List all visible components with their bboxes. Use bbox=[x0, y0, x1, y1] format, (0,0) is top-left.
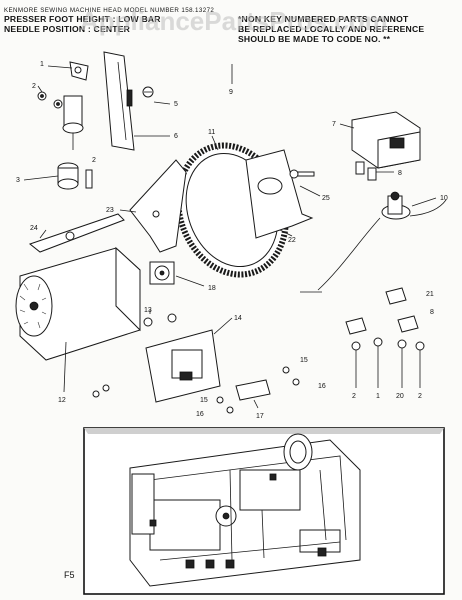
needle-position-line: NEEDLE POSITION : CENTER bbox=[4, 24, 131, 34]
thread-guide-assembly bbox=[62, 95, 84, 150]
callout-1: 1 bbox=[40, 61, 44, 68]
connectors-8 bbox=[355, 161, 377, 181]
callout-22: 22 bbox=[288, 237, 296, 244]
callout-3: 3 bbox=[16, 177, 20, 184]
assembly-inset bbox=[83, 427, 445, 595]
callout-15: 15 bbox=[200, 397, 208, 404]
mounting-plate bbox=[129, 159, 187, 253]
callout-1: 1 bbox=[376, 393, 380, 400]
watermark: AppliancePartsPros.com bbox=[80, 6, 388, 36]
motor-pulley-18 bbox=[149, 261, 175, 285]
screws-2 bbox=[37, 91, 63, 109]
screws-13 bbox=[143, 313, 177, 327]
callout-11: 11 bbox=[208, 129, 215, 136]
callout-8: 8 bbox=[398, 170, 402, 177]
lever-24 bbox=[28, 213, 125, 253]
motor-12 bbox=[15, 246, 141, 361]
note-line-2: BE REPLACED LOCALLY AND REFERENCE bbox=[238, 24, 424, 34]
note-line-1: *NON KEY NUMBERED PARTS CANNOT bbox=[238, 14, 409, 24]
callout-15: 15 bbox=[300, 357, 308, 364]
bushing-3 bbox=[57, 162, 79, 190]
callout-23: 23 bbox=[106, 207, 114, 214]
callout-2: 2 bbox=[92, 157, 96, 164]
callout-21: 21 bbox=[426, 291, 434, 298]
callout-16: 16 bbox=[196, 411, 204, 418]
callout-17: 17 bbox=[256, 413, 264, 420]
callout-18: 18 bbox=[208, 285, 216, 292]
callout-16: 16 bbox=[318, 383, 326, 390]
pin-2 bbox=[85, 169, 93, 189]
callout-14: 14 bbox=[234, 315, 242, 322]
callout-8: 8 bbox=[430, 309, 434, 316]
callout-12: 12 bbox=[58, 397, 66, 404]
screw-25 bbox=[289, 169, 315, 179]
brackets-lower-right bbox=[345, 287, 425, 351]
callout-10: 10 bbox=[440, 195, 448, 202]
callout-2: 2 bbox=[418, 393, 422, 400]
small-bracket-1 bbox=[69, 61, 89, 81]
callout-7: 7 bbox=[332, 121, 336, 128]
motor-mount-14 bbox=[145, 329, 221, 403]
figure-code: F5 bbox=[64, 570, 75, 580]
callout-24: 24 bbox=[30, 225, 38, 232]
screw-5 bbox=[142, 86, 154, 98]
callout-6: 6 bbox=[174, 133, 178, 140]
callout-13: 13 bbox=[144, 307, 152, 314]
face-plate-bracket bbox=[103, 51, 135, 151]
motor-bracket bbox=[245, 149, 314, 239]
model-number-line: KENMORE SEWING MACHINE HEAD MODEL NUMBER… bbox=[4, 7, 214, 14]
lens-17 bbox=[235, 379, 271, 401]
capacitor-block bbox=[351, 111, 421, 169]
note-line-3: SHOULD BE MADE TO CODE NO. ** bbox=[238, 34, 391, 44]
switch-10 bbox=[317, 191, 447, 291]
leader-lines bbox=[23, 65, 437, 409]
callout-20: 20 bbox=[396, 393, 404, 400]
screws-15-16 bbox=[92, 366, 300, 414]
callout-5: 5 bbox=[174, 101, 178, 108]
callout-25: 25 bbox=[322, 195, 330, 202]
callout-2: 2 bbox=[32, 83, 36, 90]
callout-9: 9 bbox=[229, 89, 233, 96]
callout-2: 2 bbox=[352, 393, 356, 400]
callout-numbers: 1 2 2 3 5 6 7 8 8 9 10 11 12 13 14 15 15… bbox=[16, 61, 448, 420]
presser-foot-height-line: PRESSER FOOT HEIGHT : LOW BAR bbox=[4, 14, 161, 24]
